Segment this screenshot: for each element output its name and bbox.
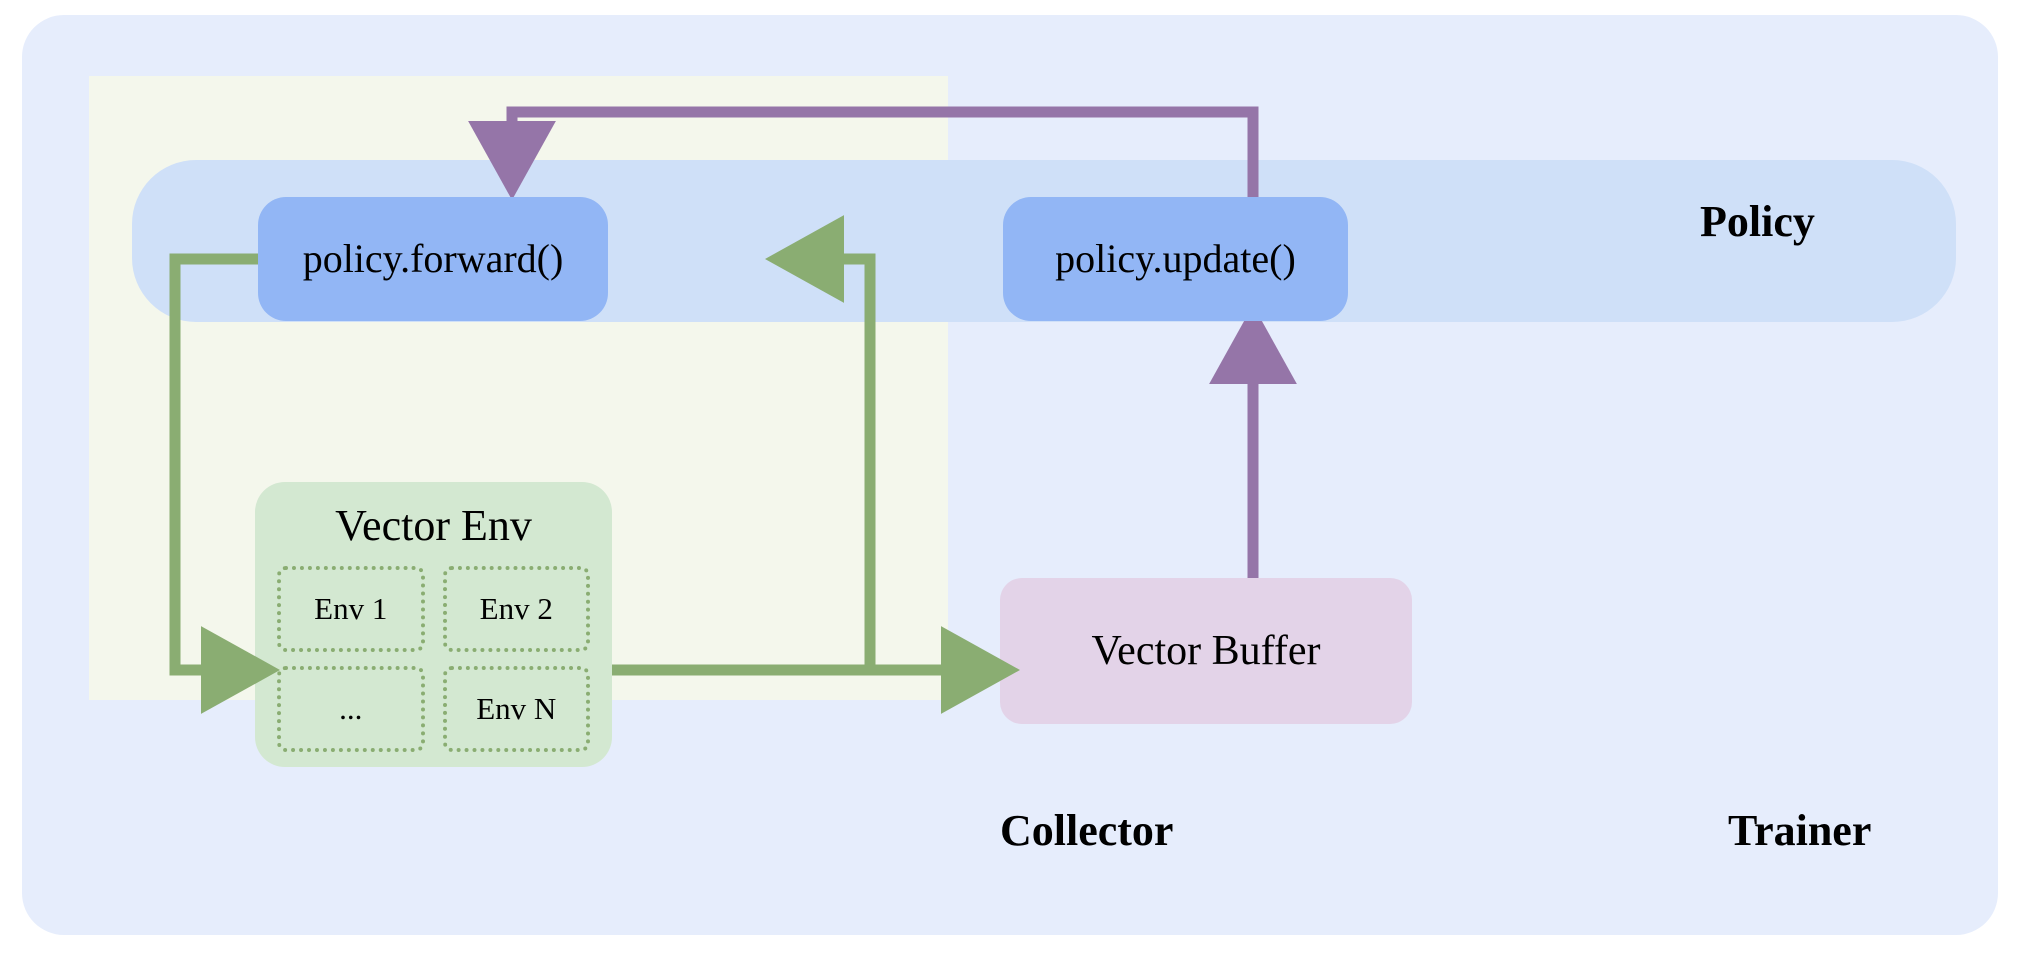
node-policy-forward[interactable]: policy.forward(): [258, 197, 608, 321]
label-policy: Policy: [1700, 197, 1815, 246]
vector-env-label: Vector Env: [335, 501, 532, 550]
node-vector-buffer[interactable]: Vector Buffer: [1000, 578, 1412, 724]
env-cell-2[interactable]: Env 2: [442, 566, 590, 652]
node-vector-env[interactable]: Vector Env Env 1 Env 2 ... Env N: [255, 482, 612, 767]
env-cell-ellipsis[interactable]: ...: [277, 666, 425, 752]
env-cell-n[interactable]: Env N: [442, 666, 590, 752]
env-cell-1[interactable]: Env 1: [277, 566, 425, 652]
env-grid: Env 1 Env 2 ... Env N: [277, 566, 590, 752]
label-collector: Collector: [1000, 806, 1174, 855]
label-trainer: Trainer: [1728, 806, 1872, 855]
node-policy-update[interactable]: policy.update(): [1003, 197, 1348, 321]
